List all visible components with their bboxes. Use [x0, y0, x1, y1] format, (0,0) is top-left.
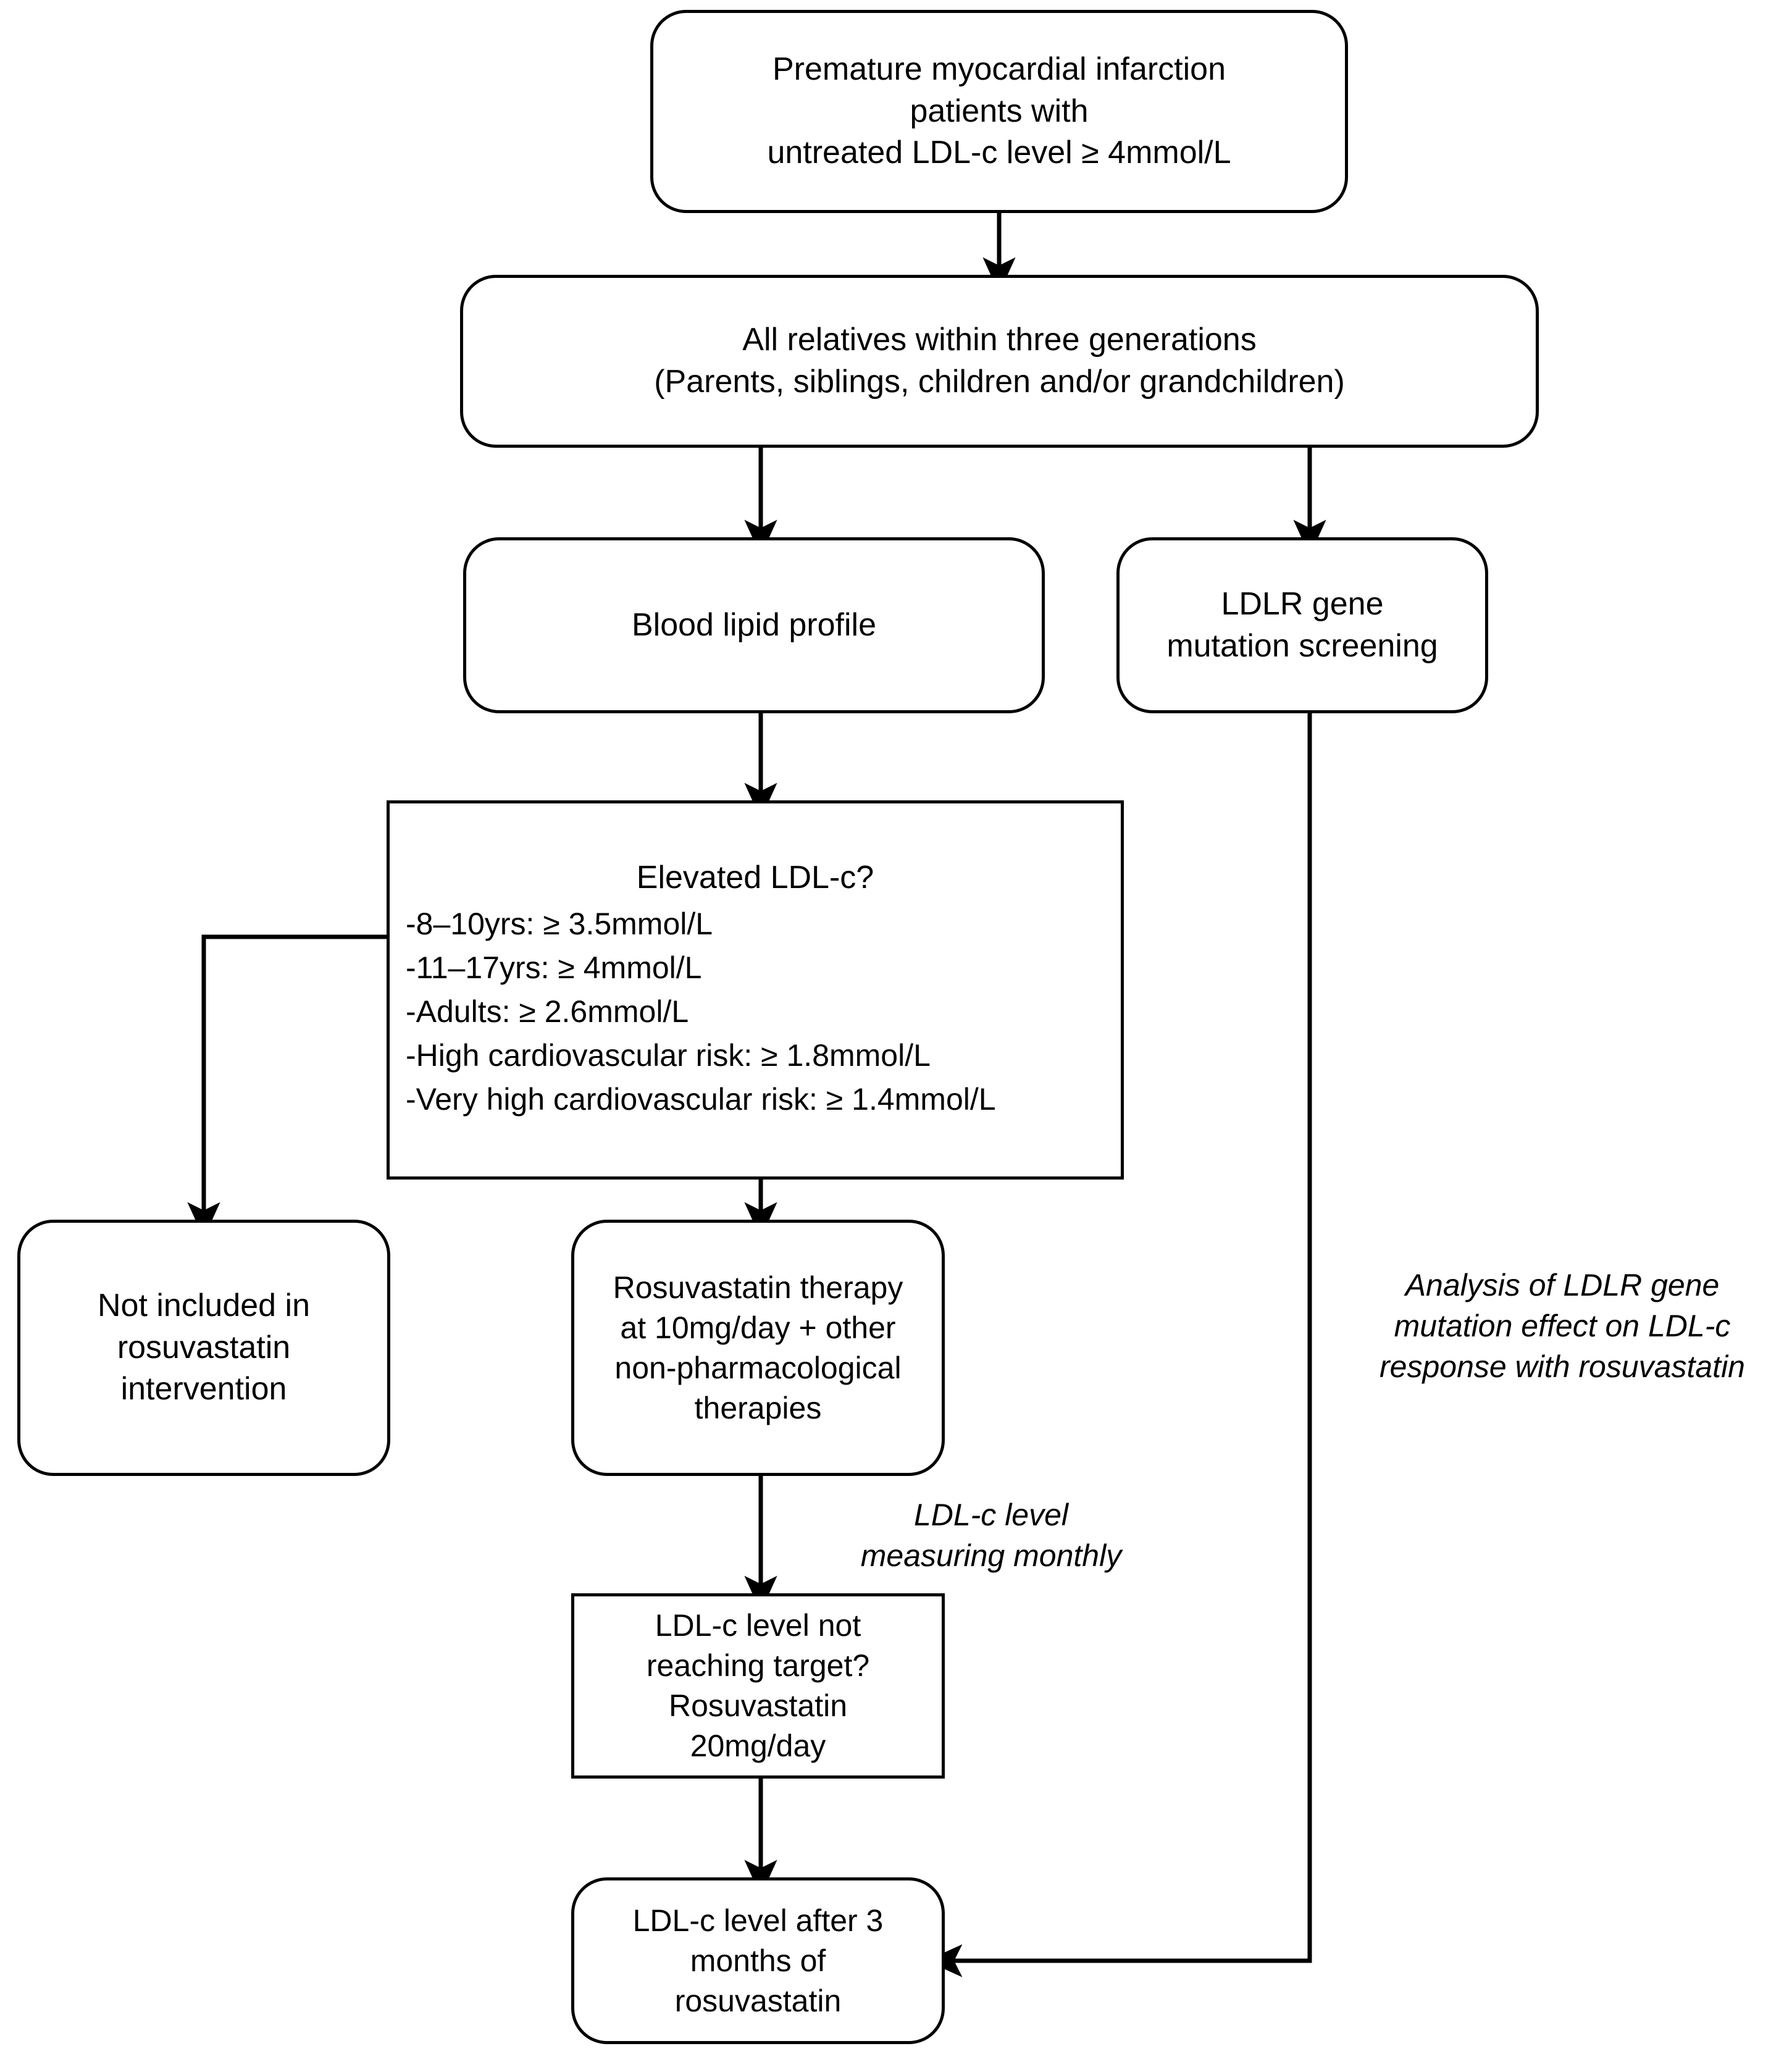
node-elevated-ldlc-decision[interactable]: Elevated LDL-c? -8–10yrs: ≥ 3.5mmol/L -1… — [387, 800, 1124, 1180]
node-rosuvastatin-therapy-label: Rosuvastatin therapy at 10mg/day + other… — [613, 1270, 903, 1425]
node-rosuvastatin-therapy[interactable]: Rosuvastatin therapy at 10mg/day + other… — [571, 1220, 945, 1476]
node-premature-mi[interactable]: Premature myocardial infarction patients… — [650, 10, 1348, 213]
node-ldlr-gene-screening[interactable]: LDLR gene mutation screening — [1116, 537, 1488, 713]
node-blood-lipid-profile-label: Blood lipid profile — [631, 606, 877, 643]
annotation-analysis-note: Analysis of LDLR gene mutation effect on… — [1380, 1268, 1745, 1384]
edge-decision-to-notincluded — [187, 934, 387, 1239]
node-ldlc-after-3-months-label: LDL-c level after 3 months of rosuvastat… — [632, 1903, 884, 2018]
node-blood-lipid-profile[interactable]: Blood lipid profile — [463, 537, 1045, 713]
node-not-included-label: Not included in rosuvastatin interventio… — [98, 1288, 310, 1407]
node-premature-mi-label: Premature myocardial infarction patients… — [767, 51, 1231, 171]
criterion-11-17yrs: -11–17yrs: ≥ 4mmol/L — [406, 950, 702, 985]
node-not-reaching-target-label: LDL-c level not reaching target? Rosuvas… — [646, 1608, 870, 1763]
node-ldlr-gene-screening-label: LDLR gene mutation screening — [1166, 585, 1438, 664]
node-ldlc-after-3-months[interactable]: LDL-c level after 3 months of rosuvastat… — [571, 1877, 945, 2044]
node-relatives[interactable]: All relatives within three generations (… — [460, 275, 1539, 448]
criterion-8-10yrs: -8–10yrs: ≥ 3.5mmol/L — [406, 906, 713, 941]
node-not-reaching-target[interactable]: LDL-c level not reaching target? Rosuvas… — [571, 1593, 945, 1779]
annotation-monthly-measure: LDL-c level measuring monthly — [860, 1498, 1122, 1573]
criterion-high-risk: -High cardiovascular risk: ≥ 1.8mmol/L — [406, 1037, 931, 1073]
decision-title: Elevated LDL-c? — [636, 859, 874, 895]
decision-criteria-list: -8–10yrs: ≥ 3.5mmol/L -11–17yrs: ≥ 4mmol… — [406, 902, 1105, 1121]
node-relatives-label: All relatives within three generations (… — [654, 322, 1345, 400]
criterion-adults: -Adults: ≥ 2.6mmol/L — [406, 994, 689, 1029]
node-not-included[interactable]: Not included in rosuvastatin interventio… — [17, 1220, 390, 1476]
criterion-very-high-risk: -Very high cardiovascular risk: ≥ 1.4mmo… — [406, 1081, 996, 1117]
